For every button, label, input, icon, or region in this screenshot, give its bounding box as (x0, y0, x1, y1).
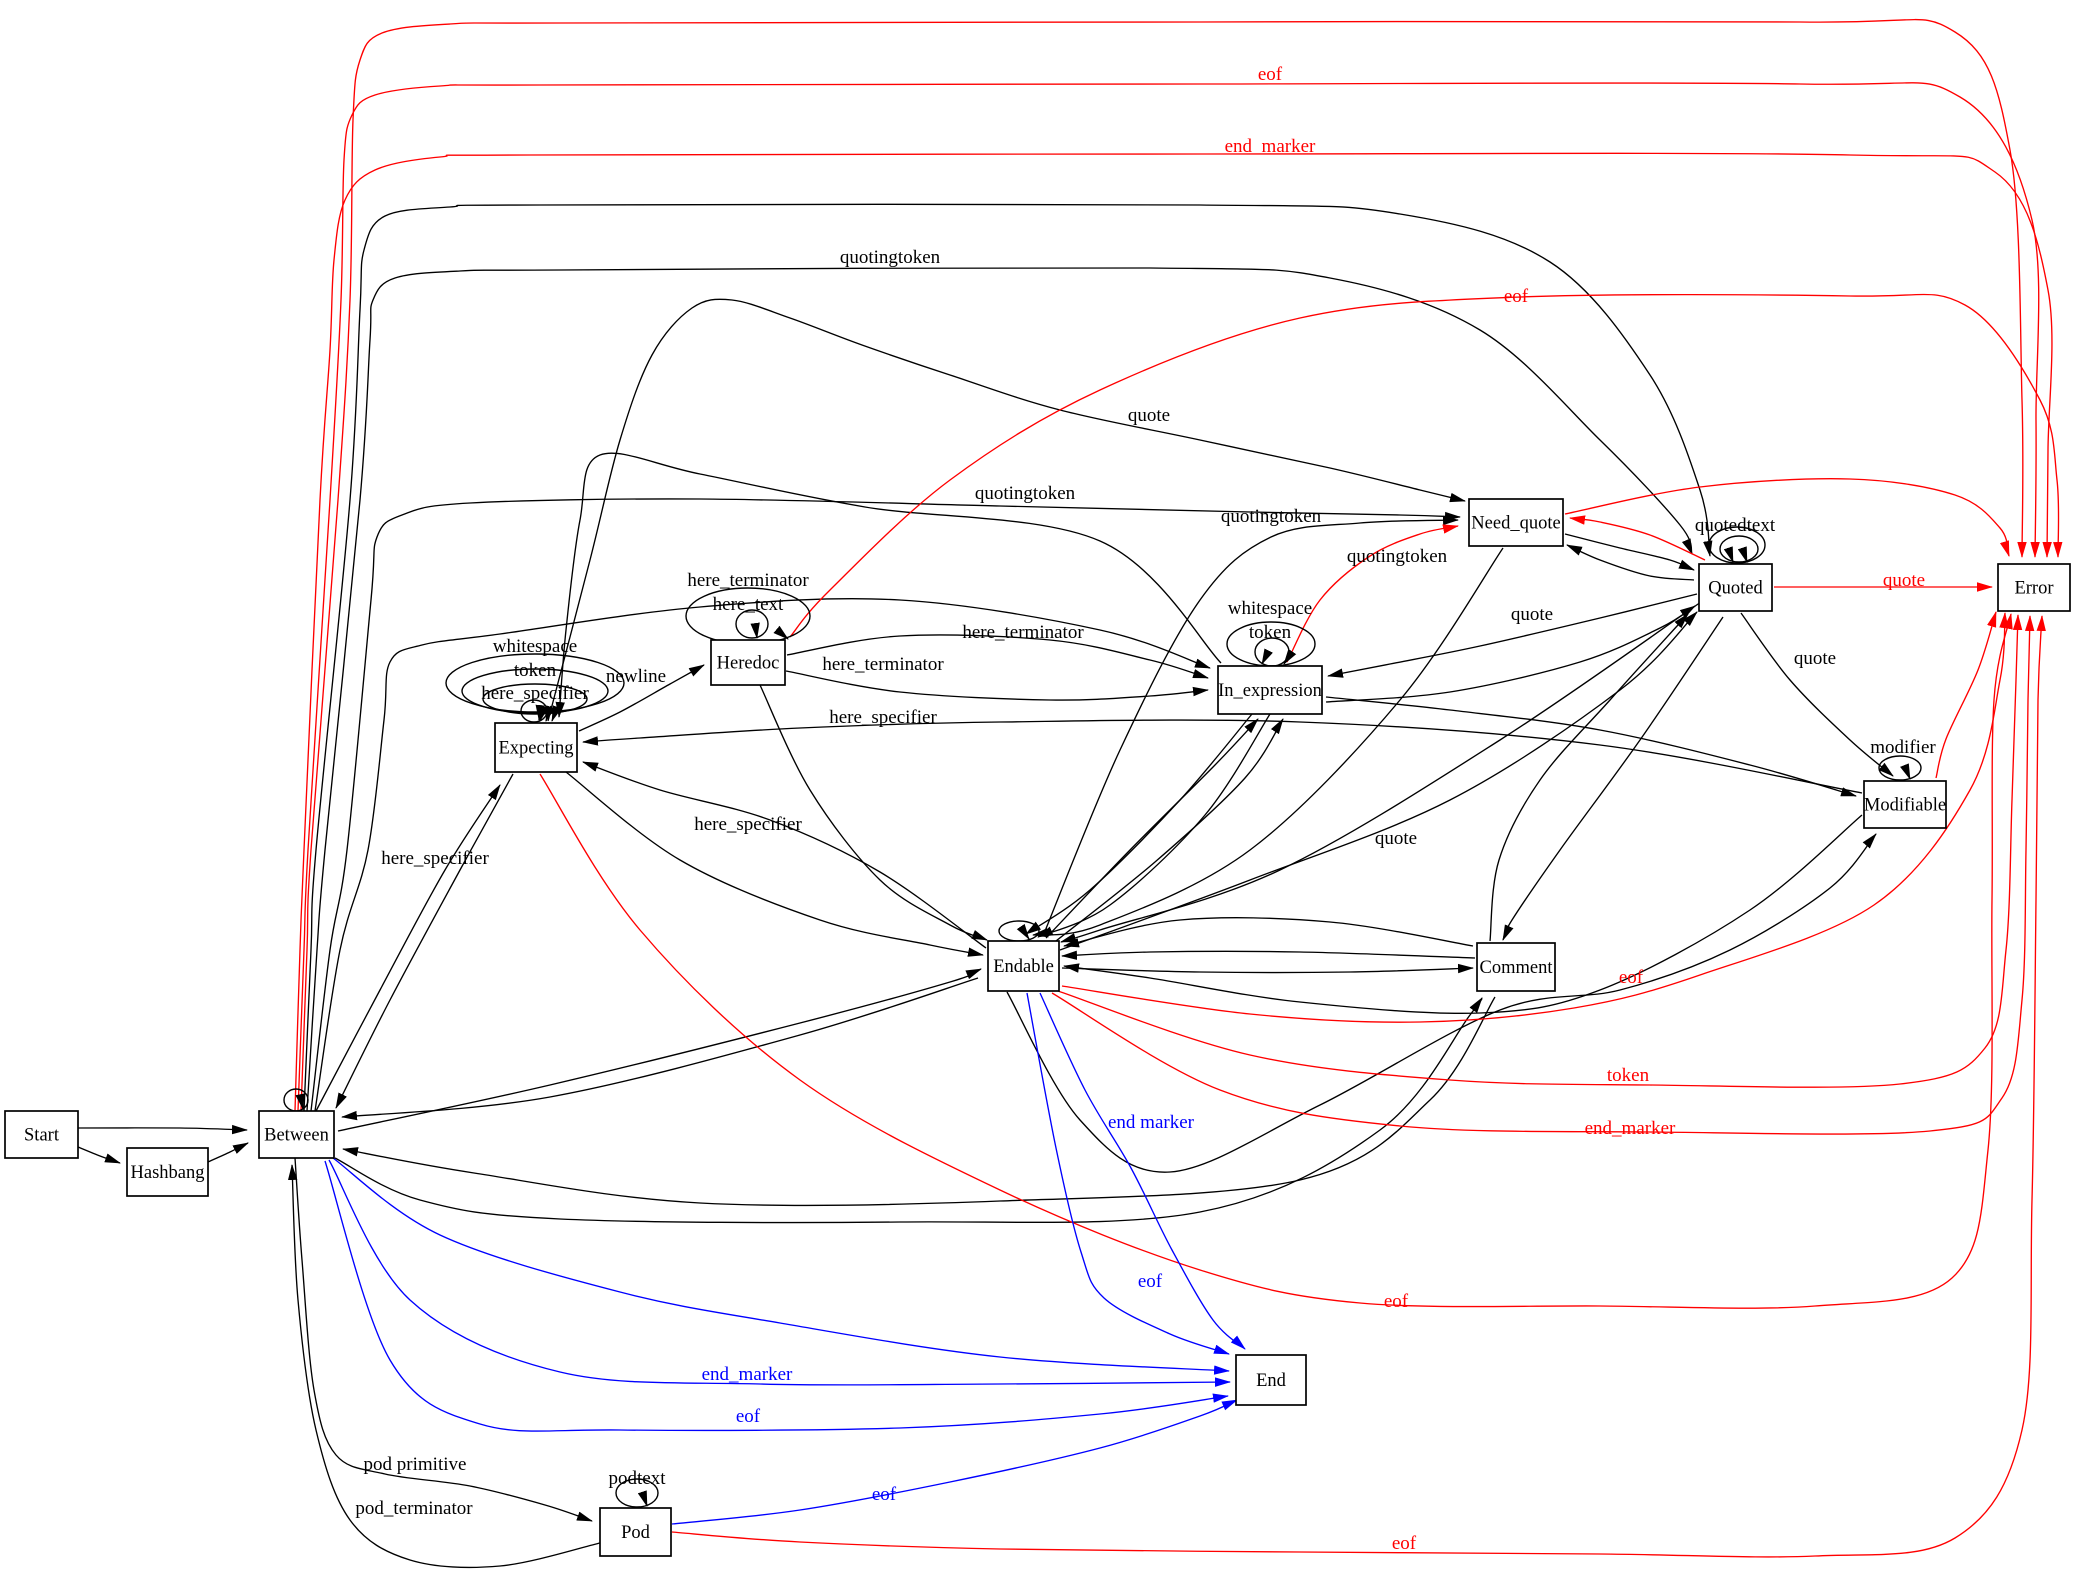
svg-text:eof: eof (1384, 1291, 1409, 1312)
svg-text:Hashbang: Hashbang (131, 1163, 205, 1183)
svg-text:token: token (514, 660, 557, 681)
svg-text:quote: quote (1883, 570, 1925, 591)
svg-text:Expecting: Expecting (498, 739, 573, 759)
svg-text:end_marker: end_marker (702, 1364, 793, 1385)
svg-text:eof: eof (1619, 967, 1644, 988)
svg-text:Modifiable: Modifiable (1864, 796, 1946, 816)
svg-text:Quoted: Quoted (1708, 579, 1763, 599)
svg-text:end marker: end marker (1108, 1112, 1195, 1133)
svg-text:Pod: Pod (621, 1523, 651, 1543)
svg-text:quotingtoken: quotingtoken (840, 247, 941, 268)
svg-text:here_specifier: here_specifier (481, 683, 589, 704)
svg-text:here_text: here_text (713, 594, 784, 615)
svg-text:Endable: Endable (993, 957, 1054, 977)
svg-text:end_marker: end_marker (1225, 136, 1316, 157)
svg-text:here_specifier: here_specifier (829, 707, 937, 728)
svg-text:end_marker: end_marker (1585, 1118, 1676, 1139)
svg-text:quotingtoken: quotingtoken (975, 483, 1076, 504)
svg-text:quote: quote (1128, 405, 1170, 426)
svg-text:Heredoc: Heredoc (717, 654, 780, 674)
svg-text:eof: eof (1138, 1271, 1163, 1292)
svg-text:here_specifier: here_specifier (694, 814, 802, 835)
svg-text:pod primitive: pod primitive (364, 1454, 467, 1475)
svg-text:eof: eof (1504, 286, 1529, 307)
svg-text:eof: eof (1392, 1533, 1417, 1554)
svg-text:quotingtoken: quotingtoken (1347, 546, 1448, 567)
svg-text:Error: Error (2014, 579, 2053, 599)
svg-text:quote: quote (1511, 604, 1553, 625)
svg-text:here_terminator: here_terminator (822, 654, 944, 675)
svg-text:End: End (1256, 1371, 1287, 1391)
svg-text:modifier: modifier (1870, 737, 1936, 758)
svg-text:quote: quote (1794, 648, 1836, 669)
svg-text:newline: newline (606, 666, 666, 687)
svg-text:here_terminator: here_terminator (962, 622, 1084, 643)
svg-text:token: token (1607, 1065, 1650, 1086)
svg-text:eof: eof (872, 1484, 897, 1505)
svg-text:eof: eof (1258, 64, 1283, 85)
svg-text:podtext: podtext (609, 1468, 667, 1489)
svg-text:pod_terminator: pod_terminator (355, 1498, 473, 1519)
svg-text:Start: Start (24, 1126, 60, 1146)
svg-text:here_specifier: here_specifier (381, 848, 489, 869)
svg-text:whitespace: whitespace (493, 636, 577, 657)
svg-text:quotedtext: quotedtext (1695, 515, 1776, 536)
svg-text:Between: Between (264, 1126, 329, 1146)
svg-text:Comment: Comment (1480, 958, 1554, 978)
svg-text:In_expression: In_expression (1218, 681, 1322, 701)
svg-text:quote: quote (1375, 828, 1417, 849)
svg-text:Need_quote: Need_quote (1471, 514, 1560, 534)
svg-text:whitespace: whitespace (1228, 598, 1312, 619)
svg-text:token: token (1249, 622, 1292, 643)
svg-text:eof: eof (736, 1406, 761, 1427)
svg-text:quotingtoken: quotingtoken (1221, 506, 1322, 527)
svg-text:here_terminator: here_terminator (687, 570, 809, 591)
